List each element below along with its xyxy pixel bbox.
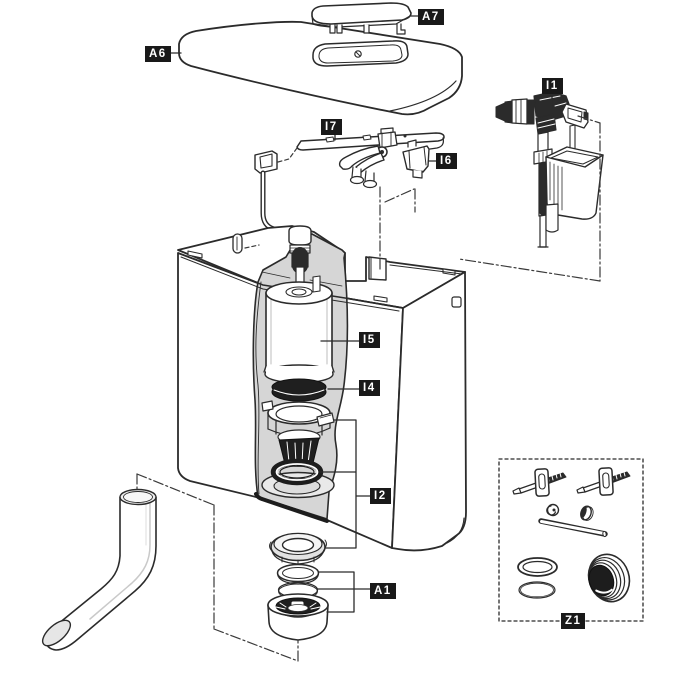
label-a7: A7	[418, 9, 444, 25]
fixing-bolt	[512, 468, 567, 497]
ribbed-seal	[587, 553, 631, 603]
actuator-arm-upper	[338, 145, 381, 170]
alignment-dashes	[136, 147, 416, 662]
bracket-i2	[319, 419, 372, 549]
label-i6: I6	[436, 153, 457, 169]
rod-and-clip	[254, 150, 294, 236]
service-kit-box	[498, 458, 644, 622]
push-rod	[288, 225, 312, 293]
label-i1: I1	[542, 78, 563, 94]
lock-nut	[269, 532, 327, 566]
fill-valve-boundary-dashes	[458, 115, 601, 282]
bracket-a1	[316, 571, 372, 613]
seat-latch	[316, 412, 335, 427]
label-z1: Z1	[561, 613, 586, 629]
cutaway-bottom-edge	[254, 492, 329, 523]
kit-o-ring-thick	[517, 557, 558, 577]
mounting-bracket	[402, 139, 430, 179]
label-i4: I4	[359, 380, 380, 396]
inlet-connector	[495, 102, 506, 122]
label-i2: I2	[370, 488, 391, 504]
valve-seal	[271, 378, 327, 402]
lever-slot-hole	[232, 233, 243, 254]
label-a6: A6	[145, 46, 171, 62]
leader-lines	[166, 15, 553, 613]
fill-valve	[495, 91, 604, 248]
small-sleeve	[580, 505, 594, 521]
label-i7: I7	[321, 119, 342, 135]
flush-pipe	[41, 488, 157, 651]
valve-mount-hole	[368, 256, 387, 281]
small-cap	[546, 503, 560, 517]
kit-o-ring-thin	[518, 581, 556, 599]
cistern-lid	[178, 20, 463, 116]
tank-right-face	[391, 271, 467, 552]
thick-washer	[276, 563, 320, 585]
dome-nut	[267, 593, 329, 641]
push-button-plate	[311, 2, 412, 35]
label-a1: A1	[370, 583, 396, 599]
flush-lever-frame	[296, 127, 445, 189]
label-i5: I5	[359, 332, 380, 348]
valve-seat	[261, 400, 335, 467]
flush-valve	[263, 275, 335, 384]
axle-rod	[538, 518, 608, 538]
plate-hook	[396, 23, 406, 35]
